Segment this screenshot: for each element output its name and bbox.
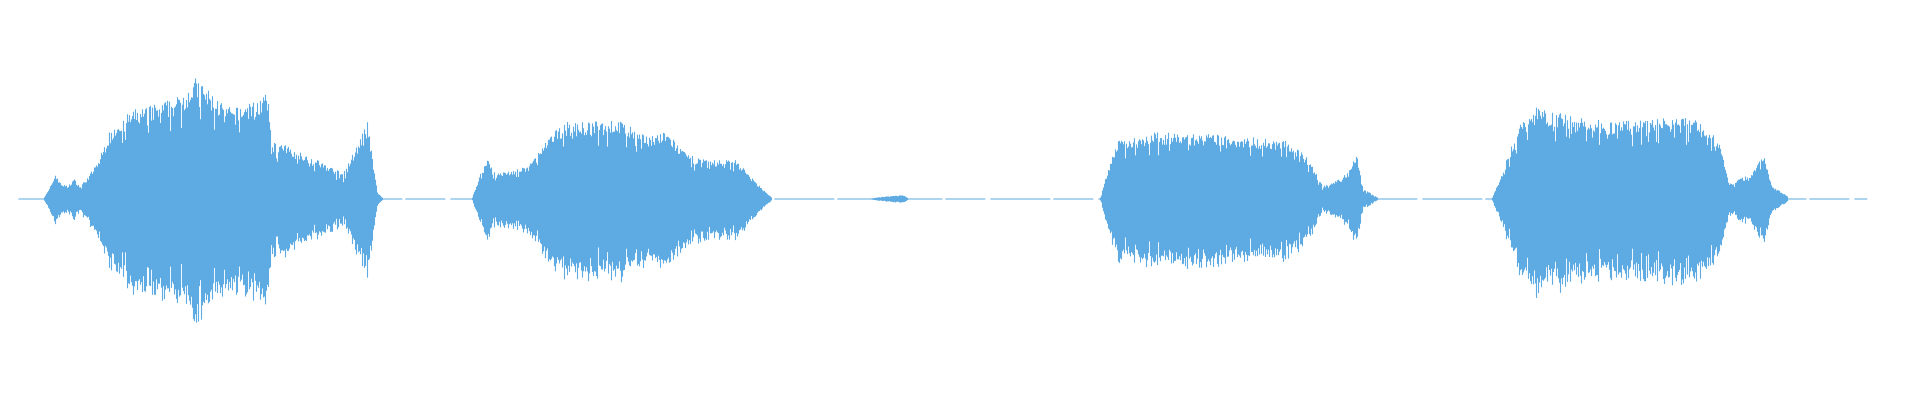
waveform-segment-2 xyxy=(470,121,773,283)
waveform-segment-4 xyxy=(1098,132,1379,269)
waveform-segment-1 xyxy=(41,78,384,323)
waveform-segment-5 xyxy=(1490,107,1789,298)
waveform-segment-3 xyxy=(865,195,910,203)
